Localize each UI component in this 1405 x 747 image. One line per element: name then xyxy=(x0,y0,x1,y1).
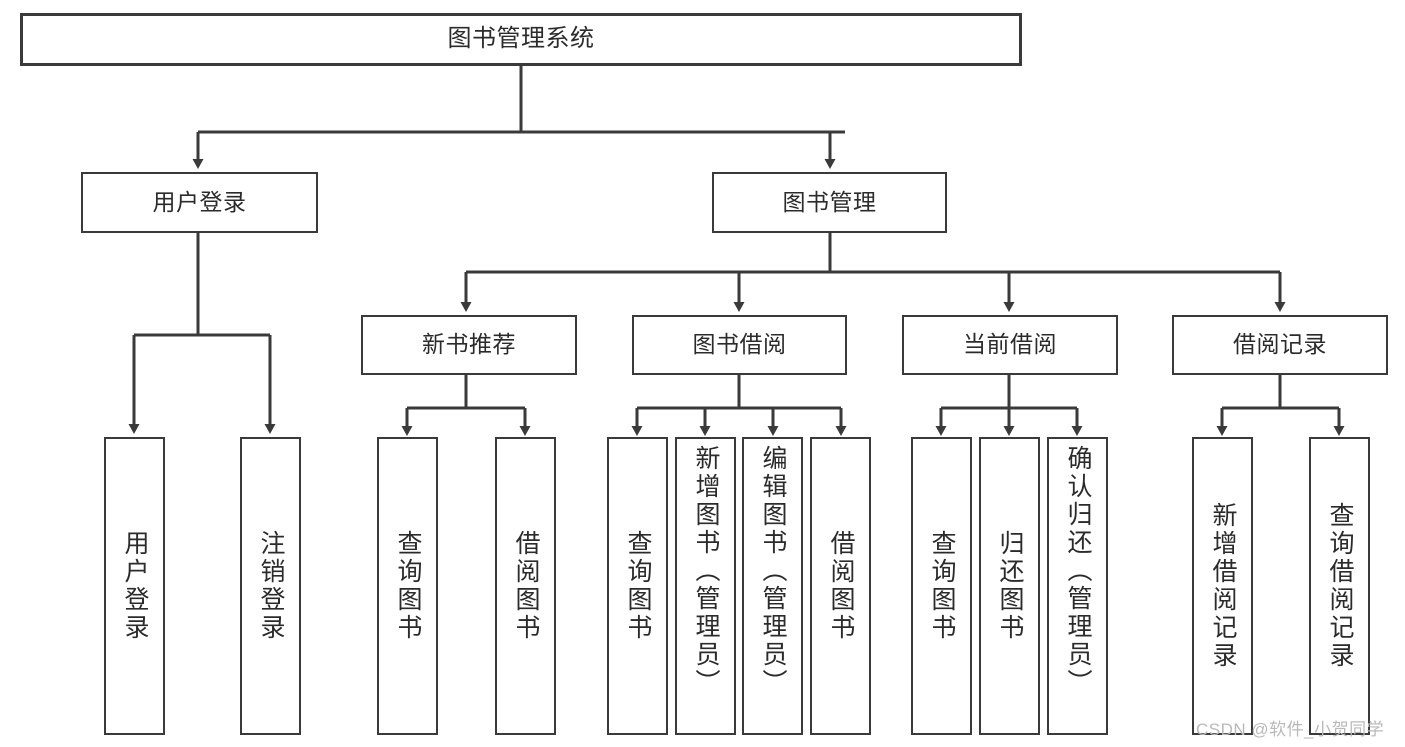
node-current-borrowing[interactable]: 当前借阅 xyxy=(902,315,1118,375)
node-label: 查询图书 xyxy=(928,530,956,642)
node-leaf-add-book-admin[interactable]: 新增图书（管理员） xyxy=(675,437,736,735)
node-borrowing-record[interactable]: 借阅记录 xyxy=(1172,315,1388,375)
node-label: 借阅记录 xyxy=(1233,331,1327,358)
node-new-book-recommendation[interactable]: 新书推荐 xyxy=(361,315,577,375)
node-label: 当前借阅 xyxy=(963,331,1057,358)
node-leaf-borrow-book[interactable]: 借阅图书 xyxy=(810,437,871,735)
node-leaf-user-login[interactable]: 用户登录 xyxy=(104,437,165,735)
node-label: 借阅图书 xyxy=(827,530,855,642)
node-label: 新增借阅记录 xyxy=(1209,502,1237,670)
node-book-management-system[interactable]: 图书管理系统 xyxy=(20,13,1022,66)
node-leaf-query-book-current[interactable]: 查询图书 xyxy=(911,437,972,735)
node-label: 借阅图书 xyxy=(512,530,540,642)
node-label: 查询借阅记录 xyxy=(1326,502,1354,670)
node-leaf-return-book[interactable]: 归还图书 xyxy=(979,437,1040,735)
node-book-borrowing[interactable]: 图书借阅 xyxy=(632,315,847,375)
node-leaf-query-book-recommend[interactable]: 查询图书 xyxy=(377,437,438,735)
node-label: 图书管理 xyxy=(782,188,877,215)
node-leaf-borrow-book-recommend[interactable]: 借阅图书 xyxy=(495,437,556,735)
node-label: 查询图书 xyxy=(394,530,422,642)
node-leaf-add-borrow-record[interactable]: 新增借阅记录 xyxy=(1192,437,1253,735)
node-label: 确认归还（管理员） xyxy=(1064,445,1092,697)
node-label: 新书推荐 xyxy=(422,331,516,358)
node-leaf-edit-book-admin[interactable]: 编辑图书（管理员） xyxy=(742,437,803,735)
csdn-watermark: CSDN @软件_小贺同学 xyxy=(1196,720,1385,739)
node-label: 图书管理系统 xyxy=(447,25,595,53)
node-label: 注销登录 xyxy=(257,530,285,642)
node-label: 归还图书 xyxy=(996,530,1024,642)
node-leaf-query-borrow-record[interactable]: 查询借阅记录 xyxy=(1309,437,1370,735)
node-label: 编辑图书（管理员） xyxy=(759,445,787,697)
node-user-login[interactable]: 用户登录 xyxy=(81,172,318,233)
node-label: 图书借阅 xyxy=(692,331,787,358)
node-label: 用户登录 xyxy=(152,188,247,215)
node-label: 查询图书 xyxy=(624,530,652,642)
node-label: 用户登录 xyxy=(121,530,149,642)
node-leaf-query-book-borrow[interactable]: 查询图书 xyxy=(607,437,668,735)
node-book-management[interactable]: 图书管理 xyxy=(712,172,947,233)
node-leaf-logout[interactable]: 注销登录 xyxy=(240,437,301,735)
node-label: 新增图书（管理员） xyxy=(692,445,720,697)
node-leaf-confirm-return-admin[interactable]: 确认归还（管理员） xyxy=(1047,437,1108,735)
